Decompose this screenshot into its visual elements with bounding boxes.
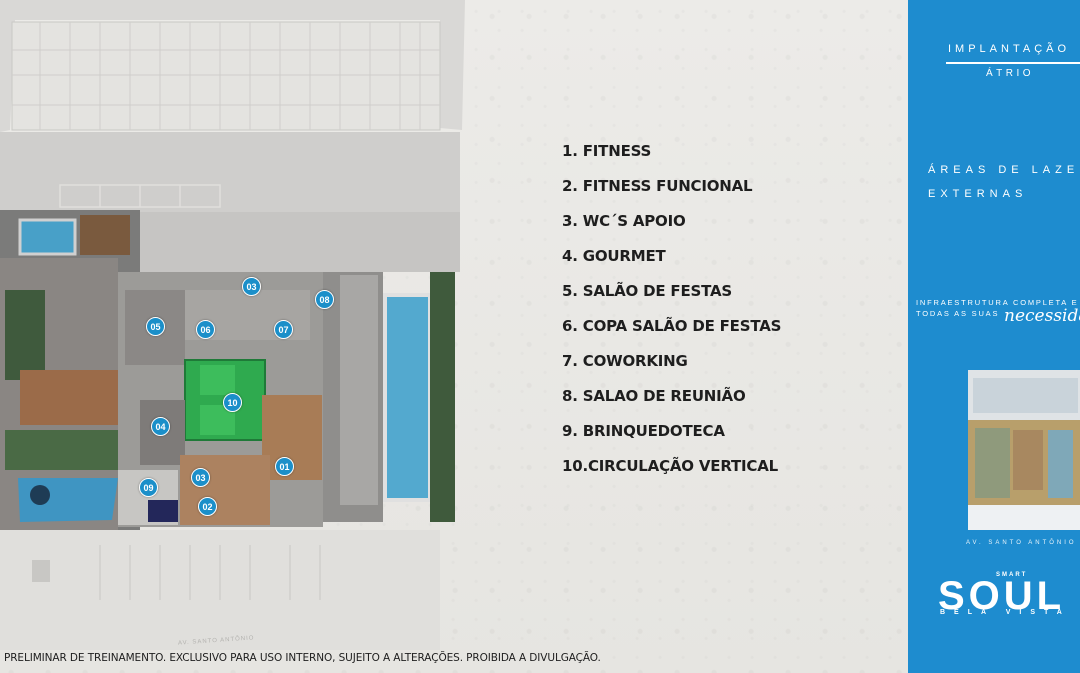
logo-bela-vista: BELA VISTA	[940, 609, 1071, 616]
garden-right	[430, 272, 455, 522]
logo-smart: SMART	[996, 572, 1028, 578]
amenities-legend: 1. FITNESS 2. FITNESS FUNCIONAL 3. WC´S …	[562, 141, 781, 491]
marker-07: 07	[274, 320, 293, 339]
marker-06: 06	[196, 320, 215, 339]
driveway	[0, 132, 460, 212]
infra-tagline: INFRAESTRUTURA COMPLETA E TODAS AS SUAS	[916, 297, 1078, 319]
accessible-spot	[32, 560, 50, 582]
marker-08: 08	[315, 290, 334, 309]
marker-05: 05	[146, 317, 165, 336]
lounge-strip	[340, 275, 378, 505]
marker-04: 04	[151, 417, 170, 436]
legend-item-copa-salao-festas: 6. COPA SALÃO DE FESTAS	[562, 317, 782, 335]
parking-area	[11, 21, 441, 131]
upper-structure	[0, 0, 465, 132]
legend-item-wc-apoio: 3. WC´S APOIO	[562, 212, 686, 230]
panel-subtitle: ÁTRIO	[986, 68, 1035, 79]
pool-feature	[30, 485, 50, 505]
marker-03-upper: 03	[242, 277, 261, 296]
panel-title: IMPLANTAÇÃO	[948, 43, 1071, 55]
marker-09: 09	[139, 478, 158, 497]
marker-02: 02	[198, 497, 217, 516]
disclaimer-text: PRELIMINAR DE TREINAMENTO. EXCLUSIVO PAR…	[4, 652, 601, 664]
marker-03-lower: 03	[191, 468, 210, 487]
lap-pool	[383, 293, 432, 502]
marker-01: 01	[275, 457, 294, 476]
legend-item-salao-reuniao: 8. SALAO DE REUNIÃO	[562, 387, 746, 405]
street-spots	[99, 545, 321, 600]
marker-10: 10	[223, 393, 242, 412]
legend-item-brinquedoteca: 9. BRINQUEDOTECA	[562, 422, 725, 440]
thumbnail-street-label: AV. SANTO ANTÔNIO	[966, 540, 1077, 546]
small-pool	[18, 218, 77, 256]
floor-plan: 01 02 03 03 04 05 06 07 08 09 10 AV. SAN…	[0, 0, 470, 650]
logo-soul: SOUL	[938, 574, 1066, 618]
title-divider	[946, 62, 1080, 64]
infra-line-2: TODAS AS SUAS	[916, 309, 1000, 318]
legend-item-fitness-funcional: 2. FITNESS FUNCIONAL	[562, 177, 753, 195]
garden-bottom	[5, 430, 118, 470]
functional-fitness	[180, 455, 270, 525]
areas-heading: ÁREAS DE LAZER EXTERNAS	[928, 158, 1080, 206]
wood-deck	[20, 370, 118, 425]
parking-grid	[12, 22, 440, 130]
driveway-spots	[59, 184, 221, 208]
infra-line-1: INFRAESTRUTURA COMPLETA E	[916, 298, 1079, 307]
areas-line-1: ÁREAS DE LAZER	[928, 164, 1080, 176]
ramp	[135, 212, 460, 272]
legend-item-fitness: 1. FITNESS	[562, 142, 652, 160]
legend-item-gourmet: 4. GOURMET	[562, 247, 666, 265]
floor-plan-drawing	[0, 0, 465, 650]
deck-furniture	[80, 215, 130, 255]
legend-item-coworking: 7. COWORKING	[562, 352, 688, 370]
brand-panel: IMPLANTAÇÃO ÁTRIO ÁREAS DE LAZER EXTERNA…	[908, 0, 1080, 673]
garden-left	[5, 290, 45, 380]
legend-item-salao-festas: 5. SALÃO DE FESTAS	[562, 282, 733, 300]
site-thumbnail-image	[968, 370, 1080, 530]
legend-item-circulacao-vertical: 10.CIRCULAÇÃO VERTICAL	[562, 457, 778, 475]
infra-script: necessidades	[1004, 306, 1080, 326]
areas-line-2: EXTERNAS	[928, 188, 1028, 200]
